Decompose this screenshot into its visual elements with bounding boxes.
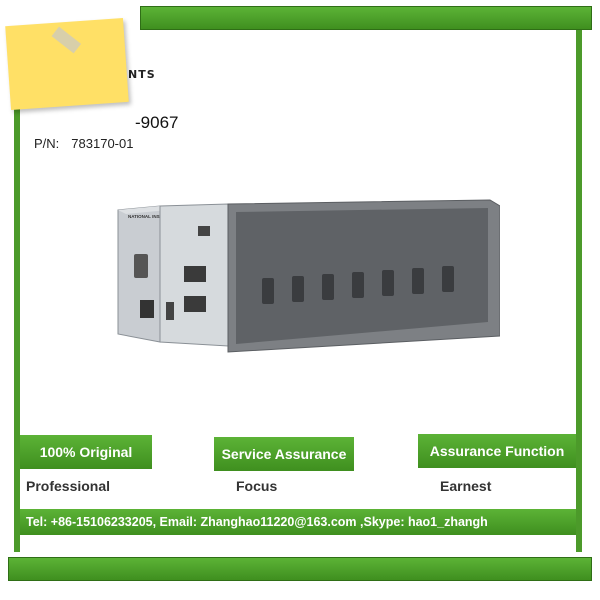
service-assurance-badge: Service Assurance (214, 437, 354, 471)
chassis-controller-image: NATIONAL INSTRUMENTS (117, 199, 500, 353)
part-number-line: P/N: 783170-01 (34, 136, 145, 151)
slot-connectors (262, 266, 454, 304)
sticky-note (5, 17, 129, 111)
model-number-fragment: -9067 (135, 113, 179, 132)
professional-label: Professional (26, 478, 111, 494)
left-module-top (118, 206, 168, 214)
tape-strip (51, 26, 82, 54)
part-number-label: P/N: (34, 136, 60, 151)
right-frame-bar (576, 30, 582, 552)
earnest-label: Earnest (440, 478, 492, 494)
usb-port-side (166, 302, 174, 320)
top-banner-bar (140, 6, 592, 30)
part-number-value: 783170-01 (71, 136, 134, 151)
brand-label-text: NATIONAL INSTRUMENTS (128, 214, 185, 219)
contact-info-bar: Tel: +86-15106233205, Email: Zhanghao112… (20, 509, 576, 535)
power-connector (140, 300, 154, 318)
db9-connector (134, 254, 148, 278)
bottom-banner-bar (8, 557, 592, 581)
left-frame-bar (14, 30, 20, 552)
brand-name-fragment: NTS (128, 68, 156, 81)
focus-label: Focus (236, 478, 278, 494)
original-badge: 100% Original (20, 435, 152, 469)
ethernet-port-1 (184, 266, 206, 282)
usb-port (198, 226, 210, 236)
ethernet-port-2 (184, 296, 206, 312)
assurance-function-badge: Assurance Function (418, 434, 576, 468)
